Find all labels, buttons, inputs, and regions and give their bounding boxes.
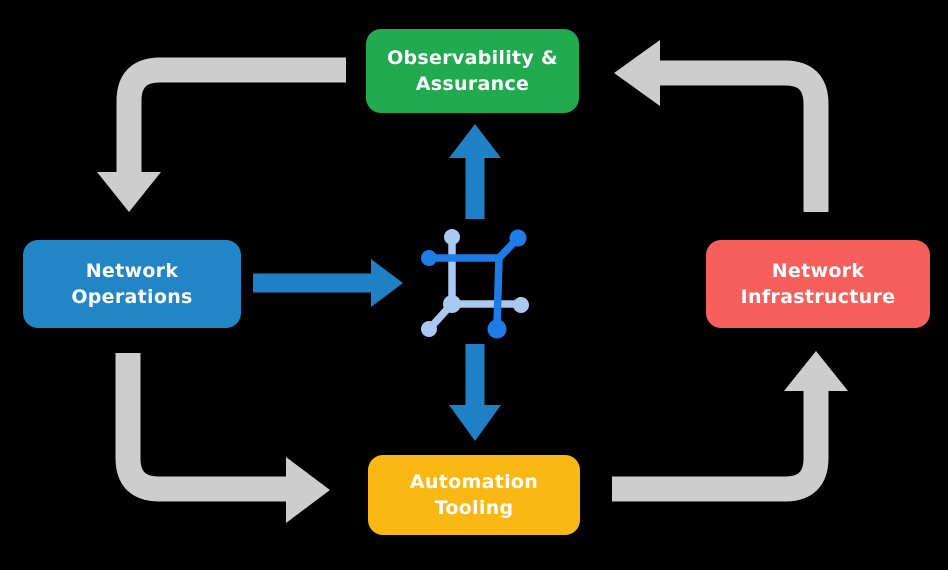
node-label-line: Operations	[71, 286, 193, 308]
arrow-automation-to-infrastructure	[612, 351, 848, 502]
node-label-line: Infrastructure	[740, 286, 896, 308]
mesh-network-icon	[421, 229, 529, 339]
node-automation-tooling: Automation Tooling	[368, 455, 580, 535]
arrow-observability-to-operations	[97, 57, 346, 212]
node-label-line: Automation	[409, 471, 539, 493]
arrow-center-to-observability	[449, 124, 501, 219]
arrow-infrastructure-to-observability	[614, 40, 829, 212]
node-network-operations: Network Operations	[23, 240, 241, 328]
arrow-operations-to-automation	[115, 353, 330, 523]
node-label-line: Network	[85, 260, 179, 282]
arrow-operations-to-center	[253, 259, 403, 307]
arrow-center-to-automation	[449, 344, 501, 441]
node-label-line: Network	[771, 260, 865, 282]
node-label-line: Assurance	[415, 73, 530, 95]
node-label-line: Tooling	[434, 497, 514, 519]
node-network-infrastructure: Network Infrastructure	[706, 240, 930, 328]
node-observability-assurance: Observability & Assurance	[366, 29, 579, 113]
node-label-line: Observability &	[387, 47, 558, 69]
